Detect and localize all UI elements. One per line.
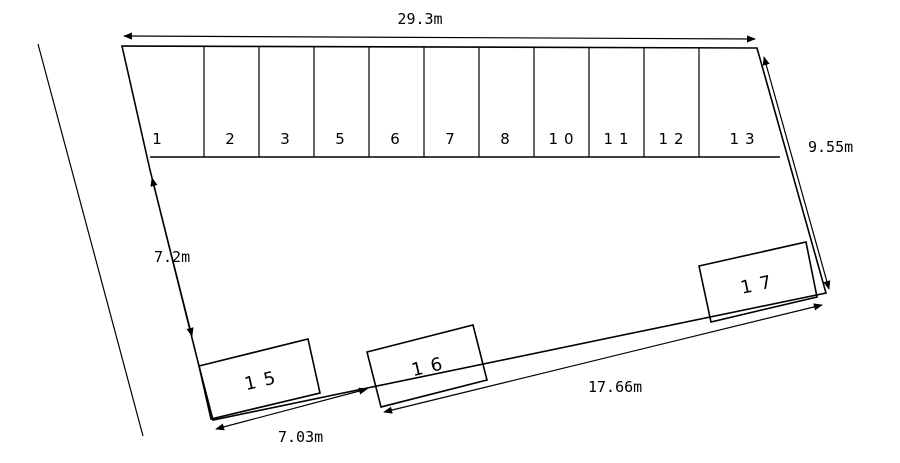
- dimension-label-bottom-left: 7.03m: [278, 428, 323, 446]
- space-label: 8: [500, 130, 516, 148]
- space-15: 15: [198, 338, 321, 420]
- dimension-label-aisle: 7.2m: [154, 248, 190, 266]
- space-16: 16: [366, 324, 488, 408]
- space-label: 5: [335, 130, 351, 148]
- space-label: 17: [739, 270, 781, 299]
- dimension-label-bottom-right: 17.66m: [588, 378, 642, 396]
- space-label: 10: [548, 130, 579, 148]
- space-label: 2: [225, 130, 241, 148]
- dimension-arrow-bottom-right: [383, 303, 823, 414]
- space-label: 13: [729, 130, 760, 148]
- dimension-arrow-right: [762, 56, 831, 290]
- dimension-arrow-aisle: [150, 177, 194, 337]
- dimension-label-top: 29.3m: [397, 10, 442, 28]
- space-label: 3: [280, 130, 296, 148]
- space-label: 11: [603, 130, 634, 148]
- dimension-label-right: 9.55m: [808, 138, 853, 156]
- lot-boundary: [120, 45, 828, 421]
- space-label: 12: [658, 130, 689, 148]
- dimension-arrow-top: [123, 32, 756, 43]
- road-edge-line: [37, 43, 144, 437]
- space-label: 16: [410, 352, 453, 381]
- space-label: 7: [445, 130, 461, 148]
- top-row-spaces: 1 2 3 5 6 7 8 10 11 12 13: [150, 47, 780, 158]
- space-label: 1: [152, 130, 168, 148]
- space-label: 15: [243, 366, 286, 395]
- space-label: 6: [390, 130, 406, 148]
- dimension-arrow-bottom-left: [215, 387, 368, 431]
